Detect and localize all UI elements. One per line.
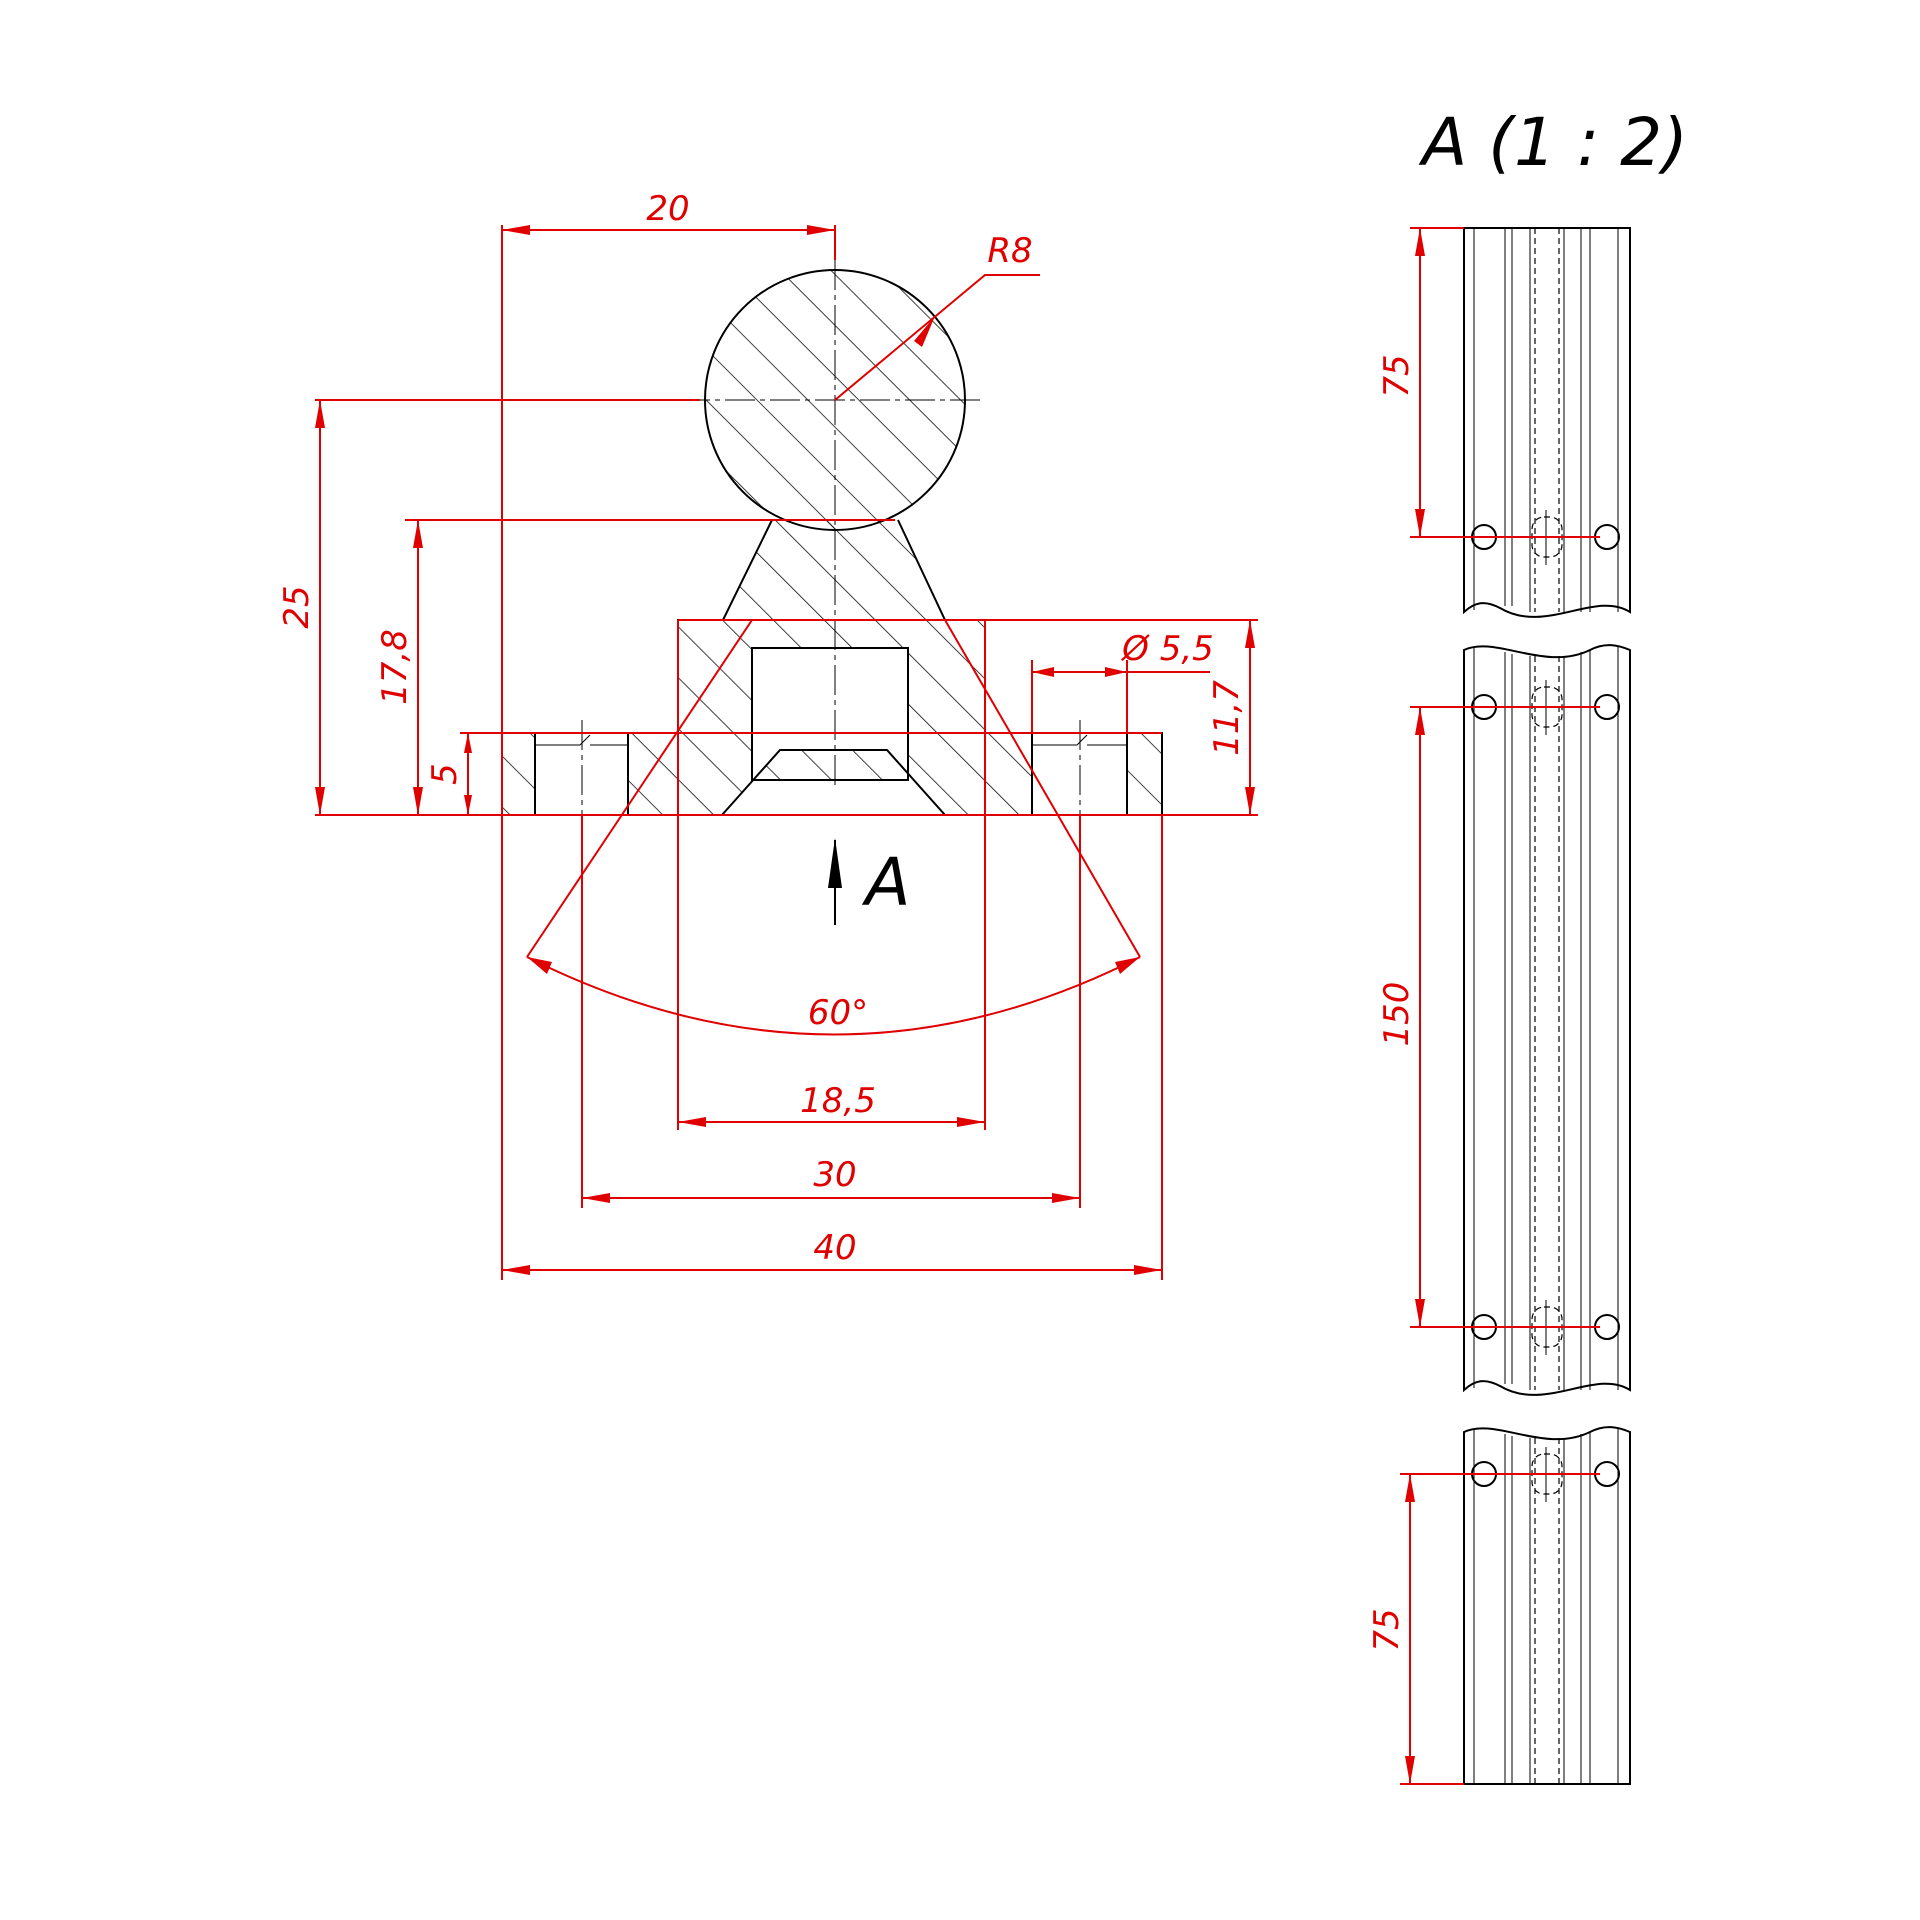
dim-rail-hole-pitch-label: 150 (1377, 982, 1417, 1047)
view-a: A (1 : 2) (1367, 104, 1688, 1785)
dim-rail-bottom-offset-label: 75 (1367, 1608, 1407, 1651)
dim-boss-height-label: 11,7 (1207, 680, 1247, 756)
dim-hole-spacing-label: 30 (813, 1155, 856, 1195)
dim-overall-height-label: 25 (277, 585, 317, 628)
section-view (501, 260, 1163, 830)
dim-base-width-label: 40 (813, 1228, 856, 1268)
view-direction-arrow: A (828, 838, 911, 925)
rail-dimensions: 75 150 75 (1367, 227, 1600, 1785)
rail-segment-top (1463, 227, 1631, 618)
rail-segment-middle (1463, 644, 1631, 1396)
dim-rail-top-offset-label: 75 (1377, 354, 1417, 397)
center-lines (581, 260, 1081, 830)
dim-hole-diameter-label: Ø 5,5 (1120, 629, 1214, 669)
dim-ball-radius-label: R8 (987, 231, 1032, 271)
view-marker-label: A (861, 844, 910, 921)
dim-boss-width-label: 18,5 (800, 1081, 876, 1121)
view-title: A (1 : 2) (1418, 104, 1688, 181)
dimensions: 20 R8 25 17,8 5 11,7 Ø 5,5 60° (277, 189, 1258, 1280)
rail-segment-bottom (1463, 1426, 1631, 1785)
dim-cone-angle-label: 60° (808, 993, 868, 1033)
dim-base-height-label: 5 (425, 763, 465, 785)
dim-ball-offset-label: 20 (646, 189, 689, 229)
dim-neck-height-label: 17,8 (375, 629, 415, 705)
